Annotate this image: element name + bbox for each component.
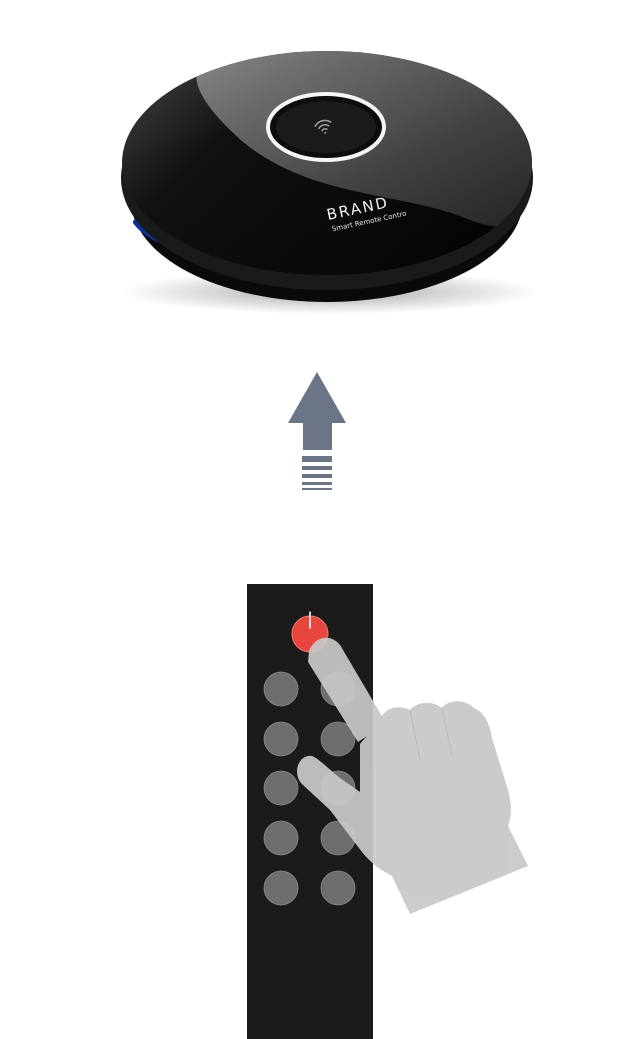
- hand-finger-crease: [441, 707, 453, 757]
- remote-button: [320, 870, 356, 906]
- remote-button: [263, 770, 299, 806]
- wifi-icon: [314, 119, 332, 134]
- remote-button: [263, 721, 299, 757]
- arrow-shaft: [303, 423, 332, 450]
- hand-palm: [297, 701, 528, 914]
- arrow-stripe: [302, 456, 332, 462]
- remote-button: [263, 671, 299, 707]
- remote-button: [320, 721, 356, 757]
- arrow-stripe: [302, 482, 332, 485]
- hand-index-finger: [308, 637, 386, 742]
- arrow-stripe: [302, 488, 332, 490]
- arrow-stripe: [302, 474, 332, 478]
- arrow-head: [288, 372, 346, 423]
- remote-button: [263, 820, 299, 856]
- ir-remote-control: [247, 584, 373, 1039]
- pointing-hand-icon: [297, 637, 528, 914]
- upload-arrow-icon: [288, 372, 346, 490]
- remote-button: [263, 870, 299, 906]
- arrow-stripe: [302, 466, 332, 470]
- smart-hub-device: BRAND Smart Remote Contro: [120, 51, 540, 314]
- hand-finger-crease: [409, 709, 421, 761]
